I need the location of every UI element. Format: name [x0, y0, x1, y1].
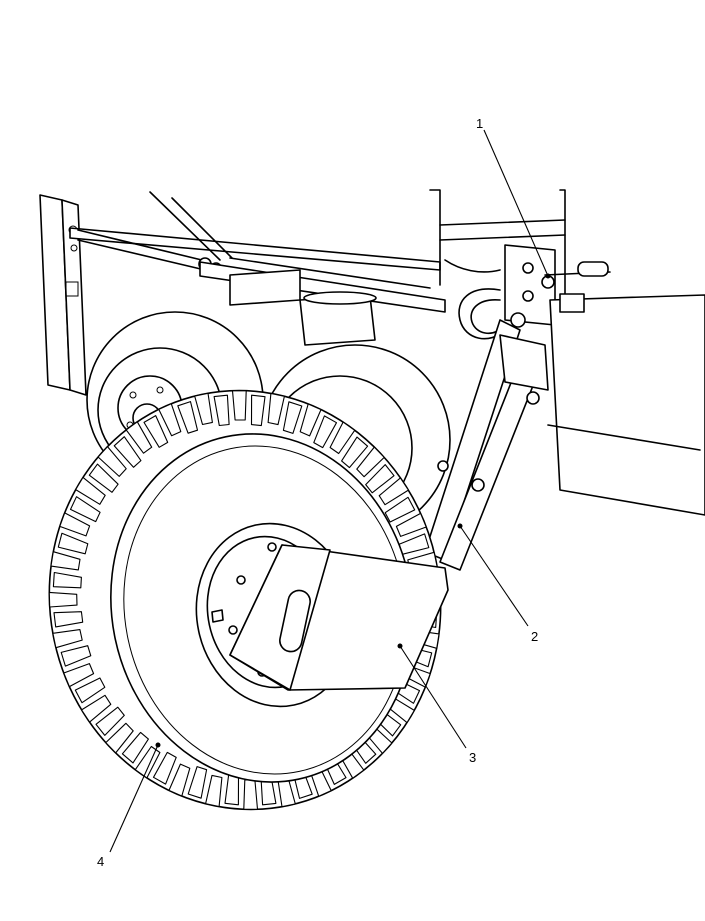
tread-block [75, 476, 106, 505]
tread-block [243, 779, 259, 810]
tread-block [50, 551, 81, 571]
tread-block [395, 512, 427, 537]
tread-block [59, 512, 91, 537]
tread-block [48, 591, 78, 608]
tread-block [97, 446, 127, 477]
leader-lines [109, 129, 551, 853]
leader-1 [483, 129, 549, 277]
tread-block [231, 390, 247, 421]
tread-block [60, 645, 92, 667]
tread-block [299, 403, 322, 437]
tread-block [81, 694, 112, 723]
callout-3: 3 [469, 750, 476, 765]
tread-block [63, 663, 95, 688]
tread-block [158, 403, 182, 437]
tread-block [125, 421, 153, 454]
leader-4 [109, 744, 159, 853]
tread-block [95, 706, 125, 736]
chassis-frame [39, 189, 705, 516]
tread-block [341, 436, 369, 469]
tread-block [282, 401, 303, 434]
tread-block [384, 496, 416, 523]
tread-block [143, 415, 169, 448]
callout-4: 4 [97, 854, 104, 869]
tread-block [105, 722, 134, 754]
tread-block [177, 401, 199, 434]
tread-block [168, 763, 191, 797]
leader-3 [399, 645, 467, 749]
tread-block [378, 477, 409, 506]
tread-block [365, 464, 395, 494]
tread-block [121, 731, 149, 764]
tread-block [313, 415, 338, 449]
tread-block [53, 611, 84, 628]
tread-block [113, 436, 142, 468]
mounting-plate [229, 544, 449, 691]
tread-block [88, 463, 119, 493]
callout-labels: 1 2 3 4 [97, 116, 538, 869]
tread-block [52, 629, 83, 649]
tread-block [57, 532, 89, 555]
tread-block [69, 496, 101, 523]
callout-1: 1 [476, 116, 483, 131]
tread-block [356, 446, 385, 478]
tread-block [329, 421, 356, 455]
tread-block [187, 766, 208, 799]
tread-block [213, 394, 230, 427]
tread-block [250, 394, 266, 427]
tread-block [194, 392, 213, 426]
tread-block [205, 774, 223, 808]
leader-2 [459, 525, 529, 627]
tread-block [52, 571, 82, 589]
callout-2: 2 [531, 629, 538, 644]
tread-block [267, 392, 285, 426]
carrier-strut [424, 312, 549, 571]
tread-block [74, 677, 106, 704]
tread-block [152, 751, 177, 785]
